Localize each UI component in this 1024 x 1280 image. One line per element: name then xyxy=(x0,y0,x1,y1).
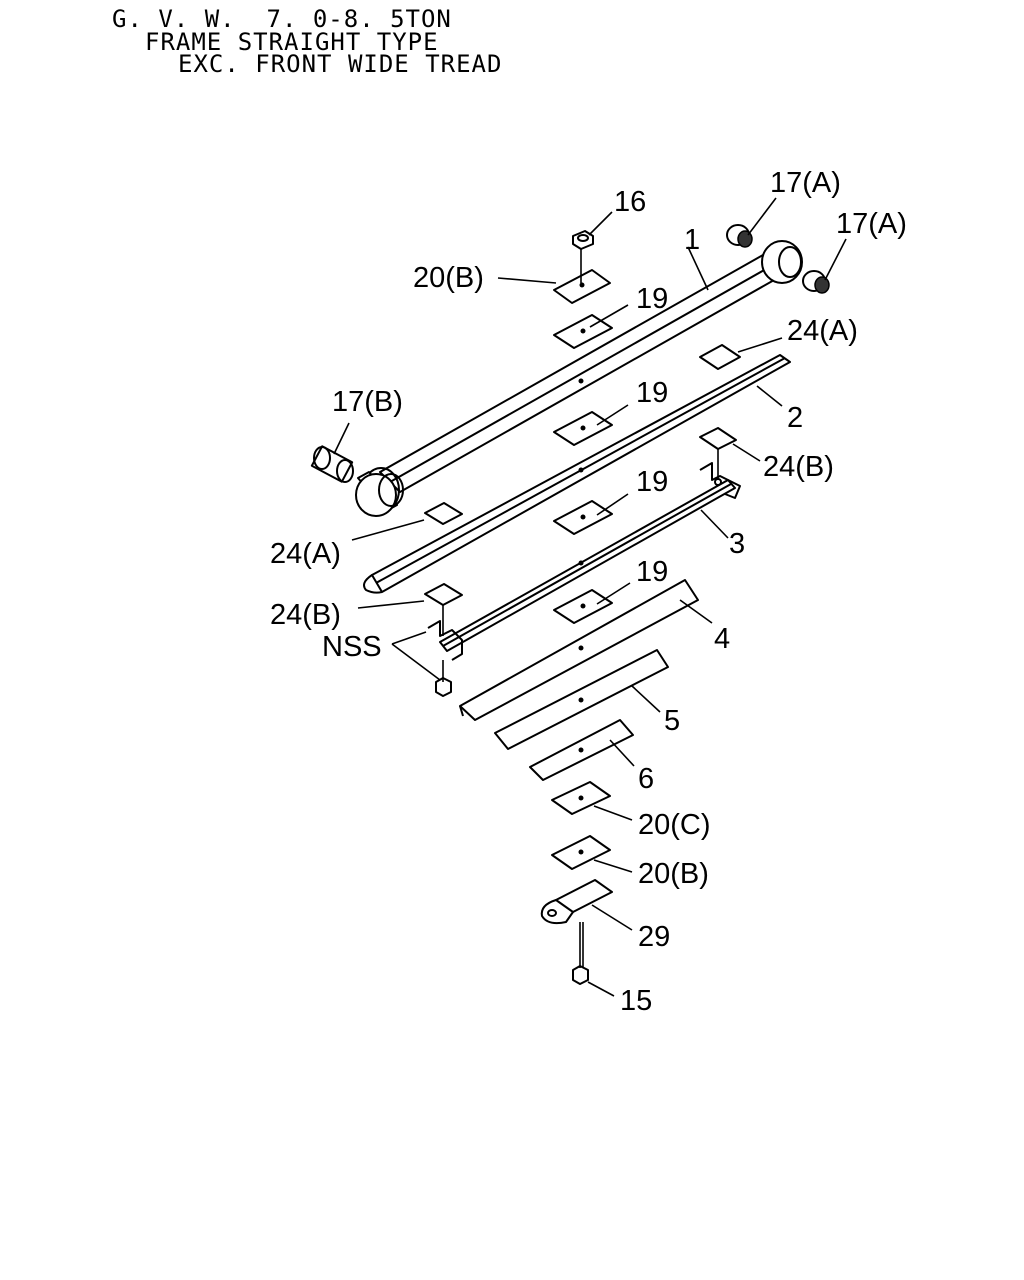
leaf-3[interactable] xyxy=(427,462,741,661)
callout-19-2: 19 xyxy=(636,377,668,409)
spacer-19-2[interactable] xyxy=(553,411,613,446)
callout-16: 16 xyxy=(614,186,646,218)
callout-2: 2 xyxy=(787,402,803,434)
callout-19-1: 19 xyxy=(636,283,668,315)
pad-24b-upper[interactable] xyxy=(699,427,737,450)
nss-bolt[interactable] xyxy=(435,660,452,697)
pad-24a-lower[interactable] xyxy=(424,502,463,525)
plate-20b-bottom[interactable] xyxy=(551,835,611,870)
callout-24b-upper: 24(B) xyxy=(763,451,834,483)
diagram-title-line-3: EXC. FRONT WIDE TREAD xyxy=(178,50,503,78)
callout-6: 6 xyxy=(638,763,654,795)
callout-5: 5 xyxy=(664,705,680,737)
leader-lines xyxy=(333,197,847,997)
diagram-title-line-2: FRAME STRAIGHT TYPE xyxy=(145,28,439,56)
callout-17b: 17(B) xyxy=(332,386,403,418)
leaf-4[interactable] xyxy=(459,579,699,721)
nut-16[interactable] xyxy=(572,230,594,283)
callout-24b-lower: 24(B) xyxy=(270,599,341,631)
callout-17a-upper: 17(A) xyxy=(770,167,841,199)
bolt-15[interactable] xyxy=(572,922,589,985)
plate-20c[interactable] xyxy=(551,781,611,815)
pad-24b-lower[interactable] xyxy=(424,583,463,606)
bushing-17b[interactable] xyxy=(310,445,354,483)
callout-15: 15 xyxy=(620,985,652,1017)
leaf-6[interactable] xyxy=(529,719,634,781)
callout-24a-lower: 24(A) xyxy=(270,538,341,570)
callout-20c: 20(C) xyxy=(638,809,711,841)
bushing-17a-upper[interactable] xyxy=(726,224,753,248)
callout-19-3: 19 xyxy=(636,466,668,498)
bushing-17a-lower[interactable] xyxy=(802,270,830,294)
callout-1: 1 xyxy=(684,224,700,256)
bracket-29[interactable] xyxy=(540,879,613,925)
spacer-19-4[interactable] xyxy=(553,589,613,624)
leaf-5[interactable] xyxy=(494,649,669,750)
spacer-19-1[interactable] xyxy=(553,314,613,349)
plate-20b-top[interactable] xyxy=(553,269,611,304)
callout-24a-upper: 24(A) xyxy=(787,315,858,347)
callout-nss: NSS xyxy=(322,631,382,663)
pad-24a-upper[interactable] xyxy=(699,344,741,370)
callout-3: 3 xyxy=(729,528,745,560)
spacer-19-3[interactable] xyxy=(553,500,613,535)
callout-4: 4 xyxy=(714,623,730,655)
callout-20b-bottom: 20(B) xyxy=(638,858,709,890)
main-leaf-1[interactable] xyxy=(355,240,803,517)
callout-17a-lower: 17(A) xyxy=(836,208,907,240)
leaf-2[interactable] xyxy=(363,354,791,594)
callout-20b-top: 20(B) xyxy=(413,262,484,294)
diagram-title-line-1: G. V. W. 7. 0-8. 5TON xyxy=(112,5,452,33)
callout-29: 29 xyxy=(638,921,670,953)
callout-19-4: 19 xyxy=(636,556,668,588)
